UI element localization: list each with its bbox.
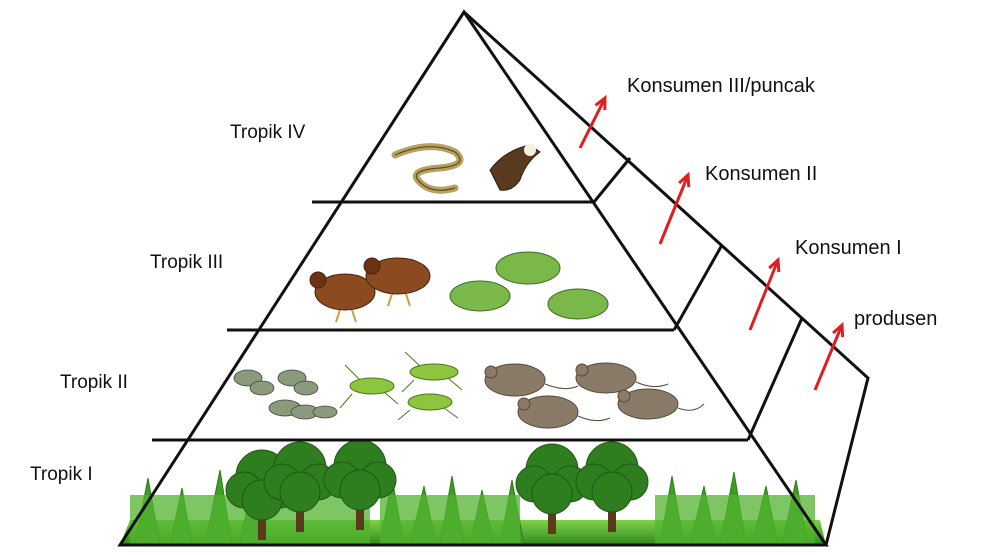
level-label: Tropik I: [30, 464, 93, 486]
role-label: Konsumen III/puncak: [627, 75, 815, 98]
level-label: Tropik IV: [230, 122, 305, 144]
role-label: produsen: [854, 308, 937, 331]
role-label: Konsumen I: [795, 237, 902, 260]
side-divider: [674, 245, 722, 330]
level-label: Tropik II: [60, 372, 128, 394]
side-divider: [748, 318, 802, 440]
level-label: Tropik III: [150, 252, 223, 274]
role-label: Konsumen II: [705, 163, 817, 186]
side-divider: [594, 158, 630, 202]
